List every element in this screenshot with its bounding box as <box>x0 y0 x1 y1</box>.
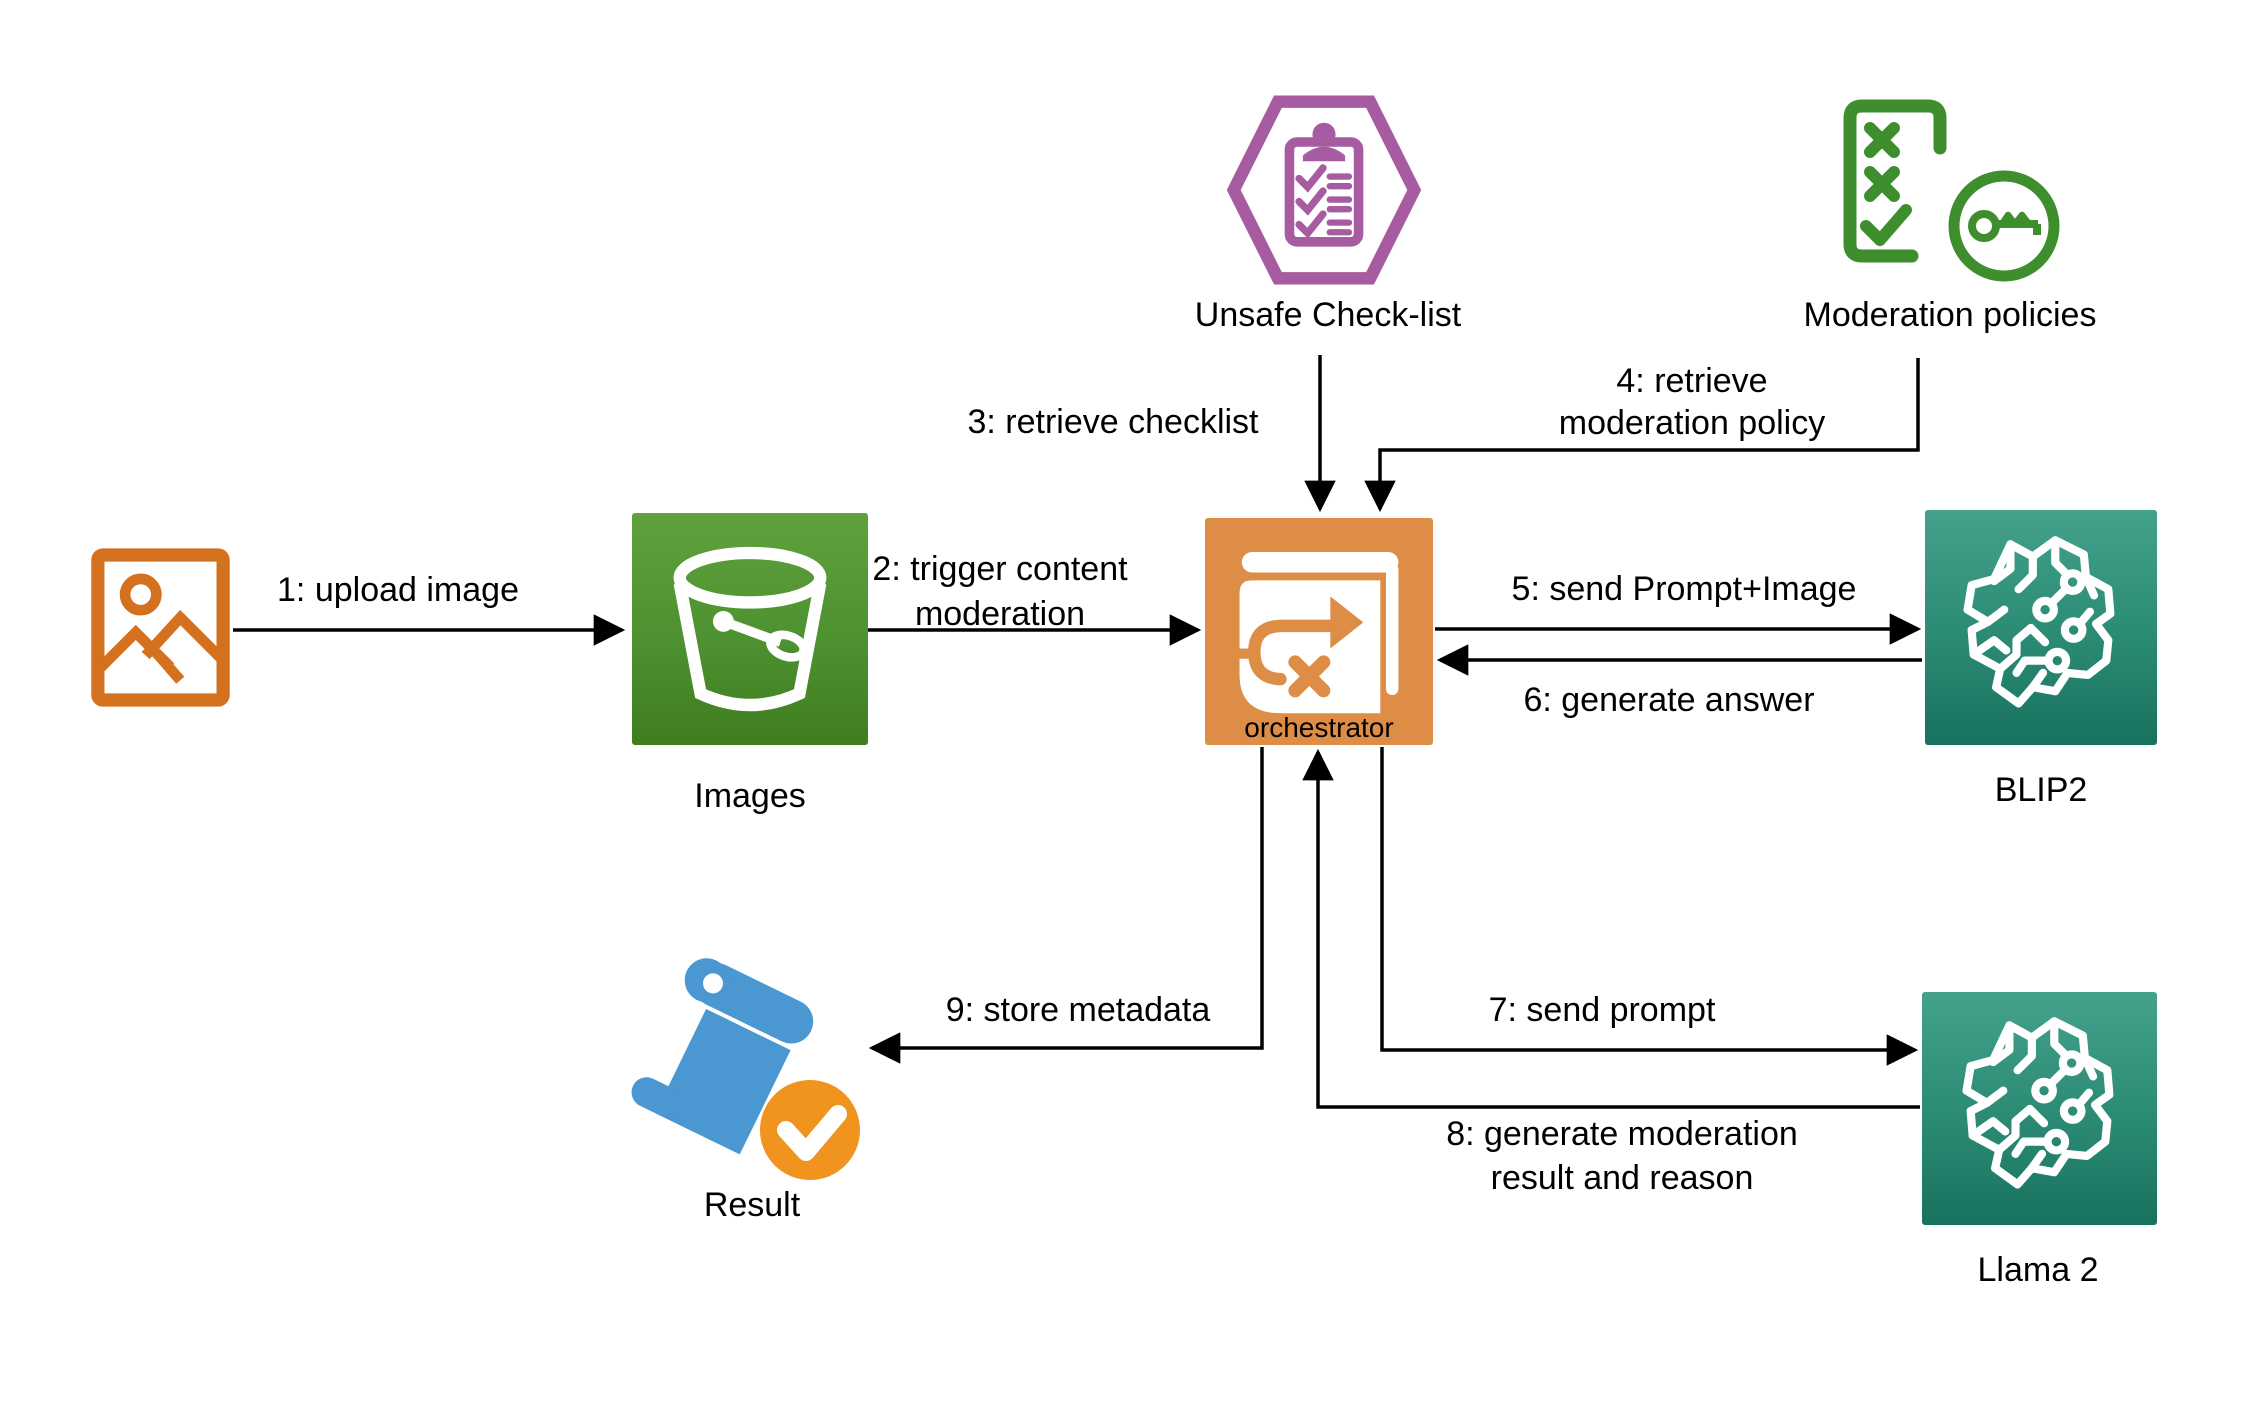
unsafe-checklist-label: Unsafe Check-list <box>1194 296 1462 334</box>
edge-label-upload-image: 1: upload image <box>277 571 519 609</box>
images-label: Images <box>694 777 806 815</box>
images-bucket-node <box>632 513 868 745</box>
edge-label-store-metadata: 9: store metadata <box>945 991 1211 1029</box>
orchestrator-node: orchestrator <box>1205 518 1433 745</box>
orchestrator-label: orchestrator <box>1244 712 1394 743</box>
orchestrator-icon <box>1238 552 1399 714</box>
blip2-brain-icon <box>1939 526 2143 730</box>
edge-label-generate-answer: 6: generate answer <box>1523 681 1815 719</box>
s3-bucket-icon <box>673 546 827 712</box>
uploaded-image-icon <box>88 545 233 710</box>
edge-8-generate-result <box>1302 748 1920 1109</box>
result-label: Result <box>703 1186 801 1224</box>
unsafe-checklist-icon <box>1226 90 1422 290</box>
result-scroll-icon <box>628 956 872 1200</box>
edge-label-retrieve-policy: 4: retrieve moderation policy <box>1558 362 1826 442</box>
moderation-policies-label: Moderation policies <box>1803 296 2097 334</box>
edge-label-trigger-moderation: 2: trigger content moderation <box>872 550 1128 633</box>
llama2-label: Llama 2 <box>1977 1251 2099 1289</box>
edge-label-retrieve-checklist: 3: retrieve checklist <box>967 403 1259 441</box>
llama2-node <box>1922 992 2157 1225</box>
blip2-label: BLIP2 <box>1994 771 2088 809</box>
check-badge-icon <box>760 1080 860 1180</box>
blip2-node <box>1925 510 2157 745</box>
edge-label-send-prompt: 7: send prompt <box>1488 991 1716 1029</box>
moderation-policies-icon <box>1830 88 2070 298</box>
llama2-brain-icon <box>1938 1007 2142 1211</box>
edge-label-generate-result: 8: generate moderation result and reason <box>1446 1115 1798 1197</box>
edge-label-send-prompt-image: 5: send Prompt+Image <box>1511 570 1857 608</box>
